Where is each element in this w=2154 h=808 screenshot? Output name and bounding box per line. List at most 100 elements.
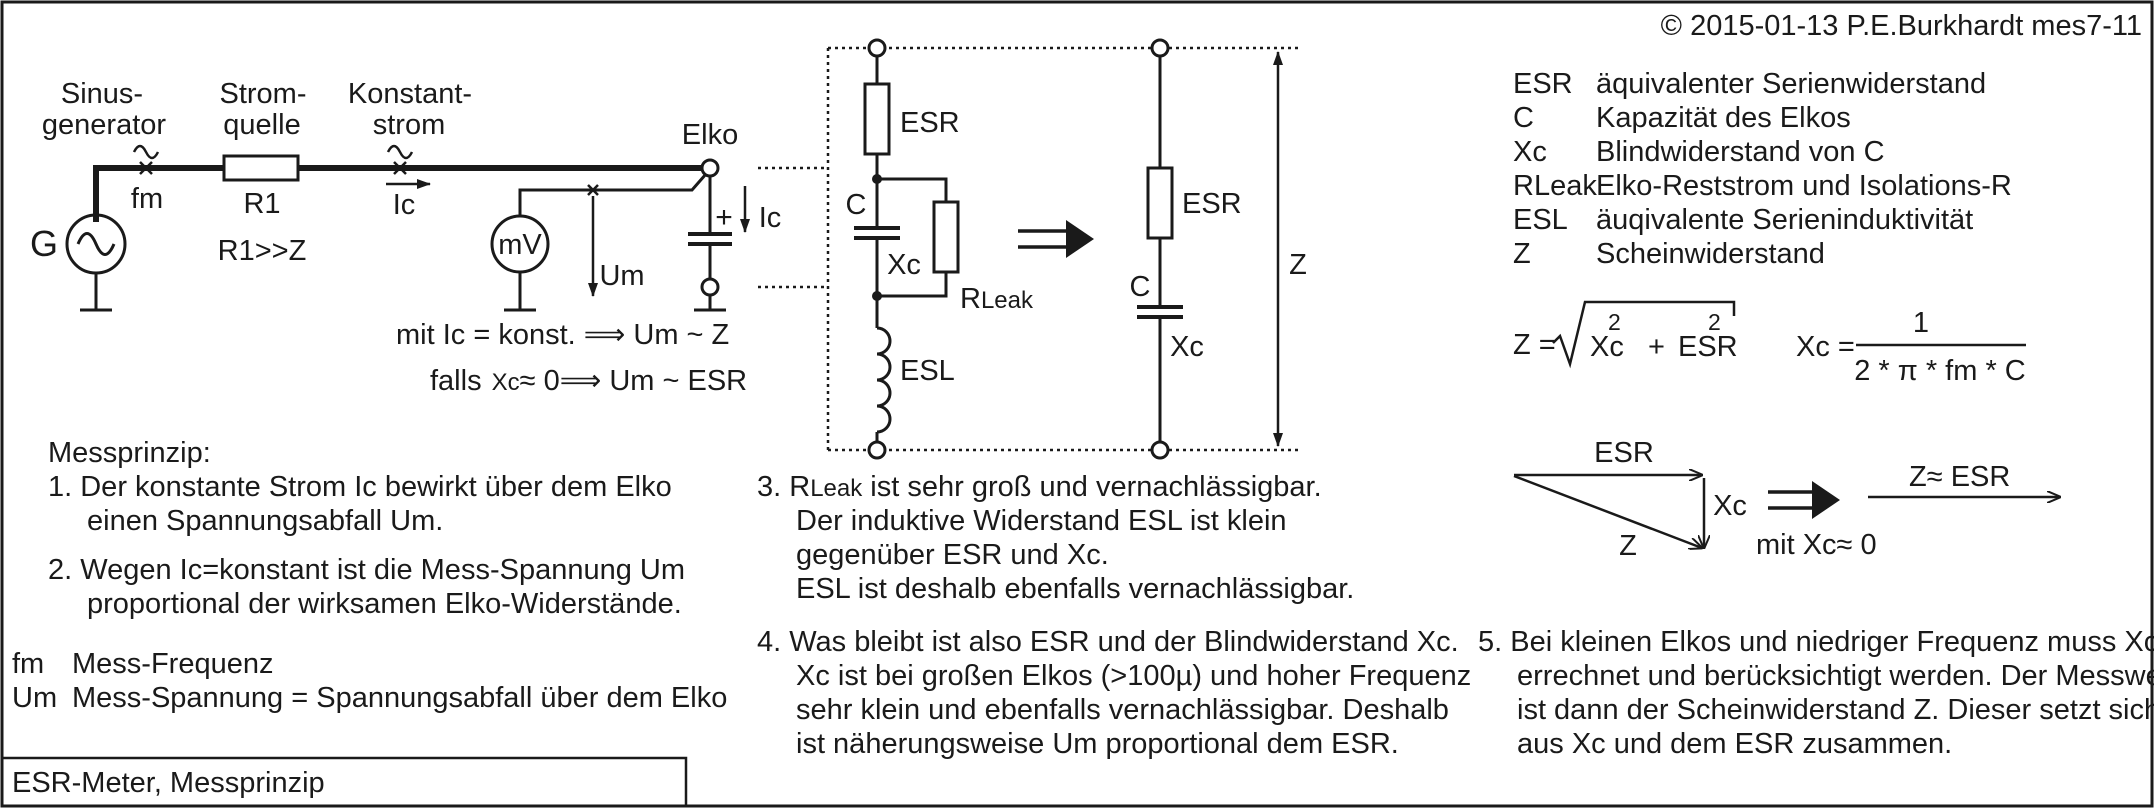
simple-xc-label: Xc [1170,331,1204,363]
elko-bottom-terminal [700,277,720,297]
legend-symbol-esl: ESL [1513,204,1568,236]
legend-desc-xc: Blindwiderstand von C [1596,136,1885,168]
model-rleak-label: RLeak [960,283,1034,315]
z-vector [1513,474,1702,548]
abbr-symbol-fm: fm [12,648,44,680]
fm-cross-icon [139,161,153,175]
const-current-cross-icon [393,161,407,175]
principle-title: Messprinzip: [48,437,211,469]
um-label: Um [599,260,644,292]
circuit-note-1: mit Ic = konst. ⟹ Um ~ Z [396,319,729,351]
mv-label: mV [498,229,542,261]
xc-formula: Xc = 1 2 * π * fm * C [1796,307,2026,387]
footer-title: ESR-Meter, Messprinzip [12,767,325,799]
z-plus: + [1648,331,1665,363]
r1-label: R1 [243,188,280,220]
note-3-line-1: 3. RLeak ist sehr groß und vernachlässig… [757,471,1322,503]
note-3-sub: Leak [810,475,863,502]
implication-arrow-icon [1066,220,1094,258]
note-3: 3. RLeak ist sehr groß und vernachlässig… [757,471,1354,605]
legend-desc-esr: äquivalenter Serienwiderstand [1596,68,1986,100]
current-source-label-2: quelle [223,109,300,141]
constant-current-label-2: strom [373,109,446,141]
legend: ESR äquivalenter Serienwiderstand C Kapa… [1513,68,2012,270]
rleak-resistor [932,200,960,274]
abbreviations: fm Mess-Frequenz Um Mess-Spannung = Span… [12,648,727,714]
note-4-line-2: Xc ist bei großen Elkos (>100µ) und hohe… [796,660,1471,692]
note-2-xc: Xc [492,369,520,396]
note-5-line-1: 5. Bei kleinen Elkos und niedriger Frequ… [1478,626,2154,658]
note-3-line-3: gegenüber ESR und Xc. [796,539,1109,571]
principle-1-line-1: 1. Der konstante Strom Ic bewirkt über d… [48,471,672,503]
footer-title-box [0,756,688,808]
note-4-line-4: ist näherungsweise Um proportional dem E… [796,728,1399,760]
abbr-desc-fm: Mess-Frequenz [72,648,273,680]
principle-2-line-2: proportional der wirksamen Elko-Widerstä… [87,588,682,620]
xc-formula-lhs: Xc = [1796,331,1855,363]
note-3-prefix: 3. [757,471,789,503]
vector-xc-label: Xc [1713,490,1747,522]
z-formula-lhs: Z = [1513,329,1556,361]
note-5-line-3: ist dann der Scheinwiderstand Z. Dieser … [1517,694,2154,726]
simple-esr-label: ESR [1182,188,1242,220]
vector-esr-label: ESR [1594,437,1654,469]
legend-symbol-xc: Xc [1513,136,1547,168]
copyright: © 2015-01-13 P.E.Burkhardt mes7-11 [1661,10,2142,42]
generator-label-1: Sinus- [61,78,143,110]
z-term-1: Xc [1590,331,1624,363]
simple-esr-resistor [1146,166,1174,240]
note-5-line-4: aus Xc und dem ESR zusammen. [1517,728,1952,760]
model-xc-label: Xc [887,249,921,281]
note-2-prefix: falls [430,365,482,397]
abbr-desc-um: Mess-Spannung = Spannungsabfall über dem… [72,682,727,714]
note-4-line-1: 4. Was bleibt ist also ESR und der Blind… [757,626,1459,658]
current-source-label-1: Strom- [220,78,307,110]
model-c-label: C [846,189,867,221]
sine-wave-icon [76,232,116,256]
rleak-r: R [960,283,981,315]
note-5: 5. Bei kleinen Elkos und niedriger Frequ… [1478,626,2154,760]
note-2-rest: ≈ 0⟹ Um ~ ESR [520,365,748,397]
z-term-2-squared: 2 [1708,309,1721,335]
main-wire [93,165,224,222]
rleak-sub: Leak [981,287,1034,314]
vector-implication-arrow-icon [1812,481,1840,519]
xc-denominator: 2 * π * fm * C [1854,355,2026,387]
legend-desc-c: Kapazität des Elkos [1596,102,1851,134]
model-esl-label: ESL [900,355,955,387]
measurement-circuit [65,144,828,312]
abbr-symbol-um: Um [12,682,57,714]
meter-wire-cross-icon [587,184,599,196]
legend-desc-esl: äuqivalente Serieninduktivität [1596,204,1973,236]
elko-label: Elko [682,119,738,151]
xc-numerator: 1 [1913,307,1929,339]
plus-sign: + [715,201,733,234]
legend-symbol-c: C [1513,102,1534,134]
const-current-marker-icon [386,144,414,160]
measuring-principle: Messprinzip: 1. Der konstante Strom Ic b… [48,437,685,620]
vector-result-label: Z≈ ESR [1909,461,2010,493]
legend-symbol-rleak: RLeak [1513,170,1597,202]
fm-label: fm [131,183,163,215]
principle-2-line-1: 2. Wegen Ic=konstant ist die Mess-Spannu… [48,554,685,586]
simple-c-label: C [1130,271,1151,303]
rleak-wire-top [877,177,948,202]
meter-wire [518,173,708,221]
model-esr-label: ESR [900,107,960,139]
z-dimension-label: Z [1289,249,1307,281]
note-3-line-4: ESL ist deshalb ebenfalls vernachlässigb… [796,573,1354,605]
note-4-line-3: sehr klein und ebenfalls vernachlässigba… [796,694,1449,726]
z-term-2: ESR [1678,331,1738,363]
g-label: G [30,223,58,264]
legend-desc-z: Scheinwiderstand [1596,238,1825,270]
vector-z-label: Z [1619,530,1637,562]
principle-1-line-2: einen Spannungsabfall Um. [87,505,443,537]
note-5-line-2: errechnet und berücksichtigt werden. Der… [1517,660,2154,692]
fm-marker-icon [132,144,160,160]
generator-label-2: generator [42,109,166,141]
z-term-1-squared: 2 [1608,309,1621,335]
model-terminal-top [867,38,887,58]
r1-resistor [222,154,300,182]
